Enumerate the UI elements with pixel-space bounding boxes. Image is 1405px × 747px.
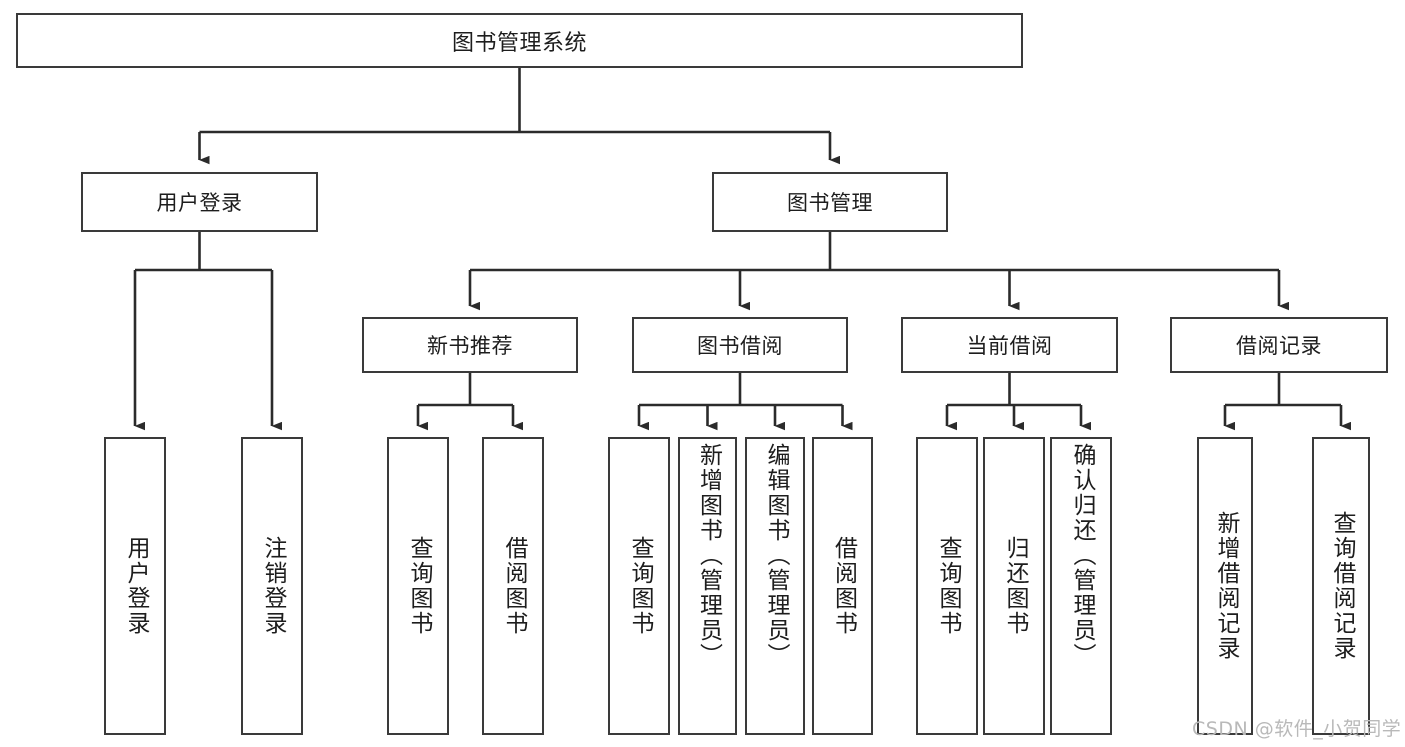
node-new-book-recommend[interactable]: 新书推荐	[362, 317, 578, 373]
node-borrow-records-label: 借阅记录	[1236, 334, 1322, 358]
node-leaf-query-book-borrow[interactable]: 查询图书	[608, 437, 670, 735]
node-user-login-label: 用户登录	[156, 191, 243, 215]
node-leaf-query-book-rec-label: 查询图书	[405, 536, 432, 636]
node-leaf-query-book-current[interactable]: 查询图书	[916, 437, 978, 735]
node-book-management[interactable]: 图书管理	[712, 172, 948, 232]
csdn-watermark: CSDN @软件_小贺同学	[1192, 714, 1401, 741]
node-leaf-query-book-current-label: 查询图书	[934, 536, 961, 636]
node-leaf-query-borrow-record-label: 查询借阅记录	[1328, 511, 1355, 661]
node-leaf-borrow-book-label: 借阅图书	[830, 536, 857, 636]
node-leaf-user-login-label: 用户登录	[122, 536, 149, 636]
node-leaf-confirm-return-admin[interactable]: 确认归还（管理员）	[1050, 437, 1112, 735]
csdn-watermark-text: CSDN @软件_小贺同学	[1192, 718, 1402, 740]
node-leaf-edit-book-admin-label: 编辑图书（管理员）	[762, 443, 789, 668]
node-leaf-add-book-admin-label: 新增图书（管理员）	[695, 443, 722, 668]
node-book-borrow-label: 图书借阅	[697, 334, 783, 358]
node-book-borrow[interactable]: 图书借阅	[632, 317, 848, 373]
node-leaf-borrow-book-rec[interactable]: 借阅图书	[482, 437, 544, 735]
node-leaf-borrow-book-rec-label: 借阅图书	[500, 536, 527, 636]
node-leaf-query-book-borrow-label: 查询图书	[626, 536, 653, 636]
node-leaf-add-borrow-record-label: 新增借阅记录	[1212, 511, 1239, 661]
node-new-book-recommend-label: 新书推荐	[427, 334, 513, 358]
node-book-management-label: 图书管理	[787, 191, 873, 215]
node-leaf-logout-login[interactable]: 注销登录	[241, 437, 303, 735]
node-root[interactable]: 图书管理系统	[16, 13, 1023, 68]
node-leaf-confirm-return-admin-label: 确认归还（管理员）	[1068, 443, 1095, 668]
node-leaf-edit-book-admin[interactable]: 编辑图书（管理员）	[745, 437, 805, 735]
node-current-borrow-label: 当前借阅	[966, 334, 1053, 358]
node-leaf-add-book-admin[interactable]: 新增图书（管理员）	[678, 437, 737, 735]
node-leaf-query-book-rec[interactable]: 查询图书	[387, 437, 449, 735]
node-borrow-records[interactable]: 借阅记录	[1170, 317, 1388, 373]
node-root-label: 图书管理系统	[451, 30, 587, 56]
node-leaf-logout-login-label: 注销登录	[259, 536, 286, 636]
node-leaf-return-book[interactable]: 归还图书	[983, 437, 1045, 735]
node-user-login[interactable]: 用户登录	[81, 172, 318, 232]
node-leaf-add-borrow-record[interactable]: 新增借阅记录	[1197, 437, 1253, 735]
node-current-borrow[interactable]: 当前借阅	[901, 317, 1118, 373]
node-leaf-return-book-label: 归还图书	[1001, 536, 1028, 636]
node-leaf-borrow-book[interactable]: 借阅图书	[812, 437, 873, 735]
node-leaf-user-login[interactable]: 用户登录	[104, 437, 166, 735]
node-leaf-query-borrow-record[interactable]: 查询借阅记录	[1312, 437, 1370, 735]
